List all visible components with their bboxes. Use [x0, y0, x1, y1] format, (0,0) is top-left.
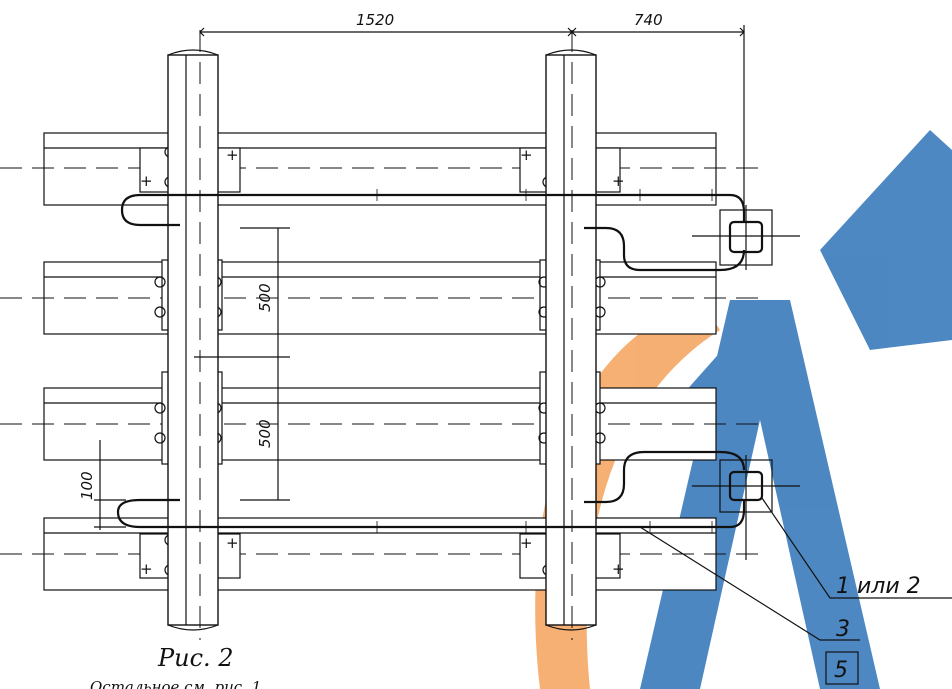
svg-text:+: +: [520, 146, 533, 164]
upper-return-cable: [584, 226, 746, 272]
figure-caption: Рис. 2: [157, 644, 234, 672]
callout-1-or-2: 1 или 2: [836, 574, 921, 599]
svg-text:+: +: [140, 172, 153, 190]
dim-gauge: 1520: [356, 11, 394, 29]
rail-left: [167, 54, 219, 626]
watermark-blue-shape-a: [640, 300, 880, 689]
rail-connector-cables: [116, 189, 746, 533]
junction-box-upper: [692, 205, 800, 270]
lower-cable: [212, 500, 746, 529]
svg-text:+: +: [520, 534, 533, 552]
callout-5: 5: [834, 658, 848, 683]
svg-text:+: +: [612, 560, 625, 578]
svg-text:+: +: [612, 172, 625, 190]
dim-offset-small: 100: [78, 471, 96, 500]
callout-leaders: [639, 497, 952, 685]
sleepers: [0, 132, 760, 591]
upper-cable: [212, 193, 746, 222]
junction-box-lower: [692, 455, 800, 560]
callout-3: 3: [836, 617, 850, 642]
dim-spacing-upper: 500: [256, 283, 274, 312]
sleeper-3: [43, 387, 717, 461]
dim-spacing-lower: 500: [256, 419, 274, 448]
dimension-lines: [94, 25, 745, 530]
lower-return-cable: [584, 450, 746, 504]
svg-text:+: +: [226, 534, 239, 552]
dim-offset: 740: [634, 11, 663, 29]
rails: [167, 30, 597, 640]
watermark-blue-shape-b: [820, 130, 952, 350]
figure-subtitle: Остальное см. рис. 1: [90, 678, 261, 689]
svg-text:+: +: [140, 560, 153, 578]
svg-text:+: +: [226, 146, 239, 164]
rail-right: [545, 54, 597, 626]
